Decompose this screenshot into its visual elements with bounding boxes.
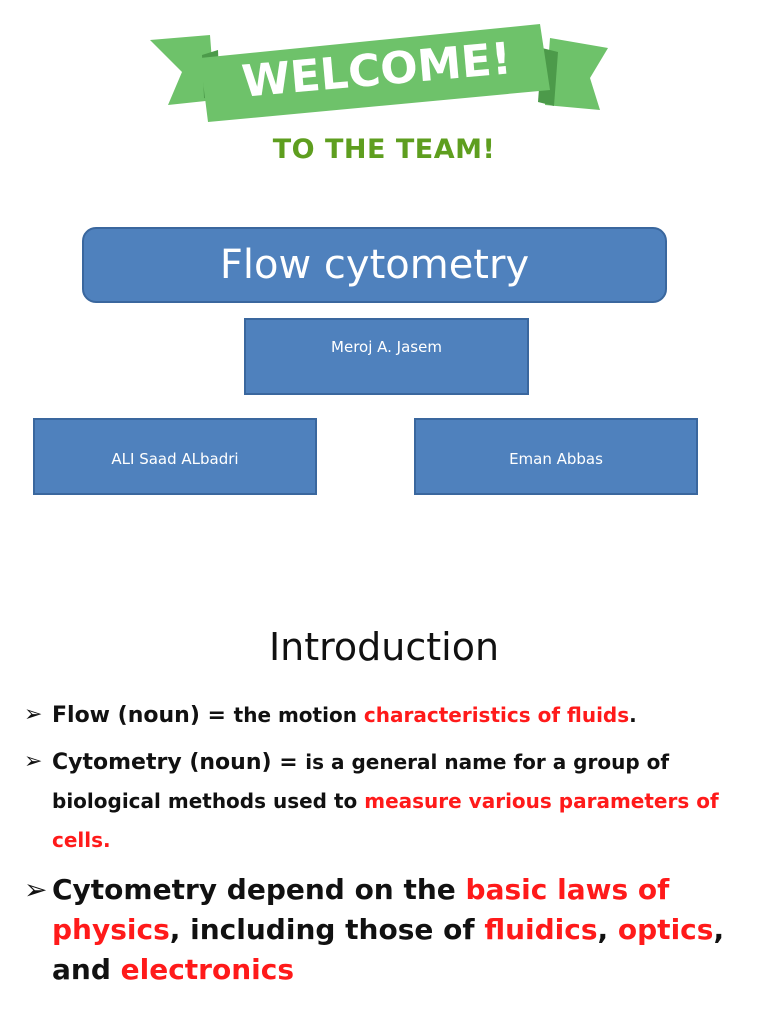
- bullet-highlight-optics: optics: [617, 913, 714, 946]
- ribbon-band: [200, 24, 550, 122]
- bullet-term: Flow (noun) =: [52, 703, 234, 728]
- welcome-banner: WELCOME!: [140, 10, 620, 140]
- bullet-highlight: characteristics of fluids: [363, 703, 630, 727]
- bullet-text: the motion: [233, 703, 364, 727]
- team-subtitle: TO THE TEAM!: [272, 134, 496, 165]
- bullet-highlight: measure various parameters of cells.: [52, 789, 719, 852]
- org-name-right: Eman Abbas: [509, 450, 603, 468]
- org-box-left: ALI Saad ALbadri: [33, 418, 317, 495]
- bullet-end: .: [629, 703, 637, 727]
- arrow-bullet-icon: ➢: [24, 873, 48, 906]
- bullet-list: ➢ Flow (noun) = the motion characteristi…: [24, 696, 759, 990]
- bullet-physics: ➢ Cytometry depend on the basic laws of …: [24, 870, 759, 990]
- bullet-text: Cytometry depend on the: [52, 873, 466, 906]
- arrow-bullet-icon: ➢: [24, 702, 43, 727]
- bullet-flow: ➢ Flow (noun) = the motion characteristi…: [24, 696, 759, 735]
- bullet-highlight-electronics: electronics: [120, 953, 295, 986]
- org-name-top: Meroj A. Jasem: [331, 338, 442, 356]
- ribbon-left-tail: [150, 35, 215, 105]
- bullet-text: , including those of: [169, 913, 485, 946]
- intro-heading: Introduction: [268, 625, 500, 669]
- bullet-highlight-fluidics: fluidics: [484, 913, 598, 946]
- bullet-text: , and: [52, 913, 725, 986]
- bullet-term: Cytometry (noun) =: [52, 750, 306, 775]
- org-title: Flow cytometry: [219, 242, 530, 288]
- ribbon-graphic: WELCOME!: [150, 24, 608, 122]
- ribbon-right-tail: [545, 38, 608, 110]
- bullet-highlight-physics: basic laws of physics: [52, 873, 670, 946]
- bullet-text: is a general name for a group of biologi…: [52, 750, 670, 813]
- org-name-left: ALI Saad ALbadri: [111, 450, 239, 468]
- org-title-box: Flow cytometry: [82, 227, 667, 303]
- arrow-bullet-icon: ➢: [24, 749, 43, 774]
- bullet-text: ,: [597, 913, 618, 946]
- org-box-top: Meroj A. Jasem: [244, 318, 529, 395]
- bullet-cytometry: ➢ Cytometry (noun) = is a general name f…: [24, 743, 759, 860]
- org-box-right: Eman Abbas: [414, 418, 698, 495]
